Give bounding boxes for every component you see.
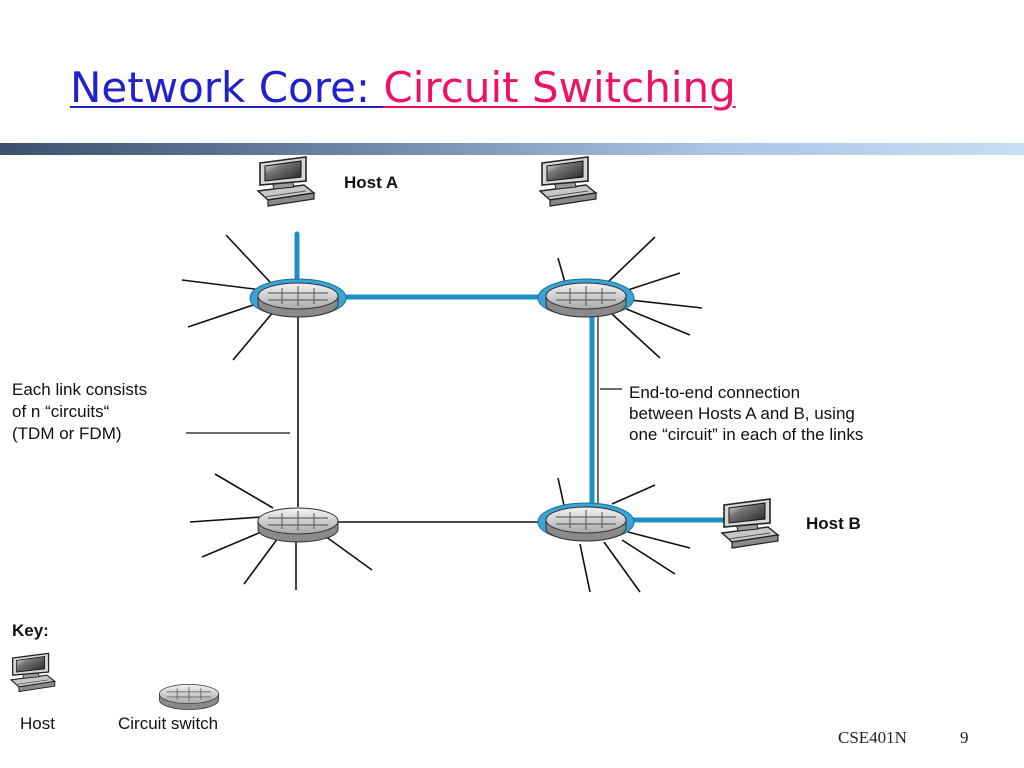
left-note-line-3: (TDM or FDM) <box>12 424 122 443</box>
key-host-icon <box>10 652 56 693</box>
key-host-label: Host <box>20 714 55 733</box>
title-topic: Circuit Switching <box>383 63 736 112</box>
peripheral-links <box>181 234 703 593</box>
footer-course: CSE401N <box>838 728 907 747</box>
right-note-line-2: between Hosts A and B, using <box>629 404 855 423</box>
host-b-icon <box>721 498 779 549</box>
left-note: Each link consists of n “circuits“ (TDM … <box>12 380 147 443</box>
key-switch-icon <box>158 683 220 710</box>
end-to-end-circuit <box>294 231 727 523</box>
switch-top-right <box>537 278 635 318</box>
left-note-line-1: Each link consists <box>12 380 147 399</box>
host-a-label: Host A <box>344 173 398 192</box>
title-rule <box>0 143 1024 155</box>
title-prefix: Network Core: <box>70 63 384 112</box>
right-note: End-to-end connection between Hosts A an… <box>629 383 863 444</box>
host-b-label: Host B <box>806 514 861 533</box>
right-note-line-1: End-to-end connection <box>629 383 800 402</box>
key-switch-label: Circuit switch <box>118 714 218 733</box>
right-note-line-3: one “circuit” in each of the links <box>629 425 863 444</box>
switch-bottom-left <box>257 507 339 543</box>
core-links <box>297 300 599 523</box>
left-note-line-2: of n “circuits“ <box>12 402 110 421</box>
key-label: Key: <box>12 621 49 640</box>
host-a-icon <box>257 156 315 207</box>
switch-bottom-right <box>537 502 635 542</box>
slide-title: Network Core: Circuit Switching <box>70 62 736 114</box>
host-top-right-icon <box>539 156 597 207</box>
page-number: 9 <box>960 728 969 747</box>
switch-top-left <box>249 278 347 318</box>
